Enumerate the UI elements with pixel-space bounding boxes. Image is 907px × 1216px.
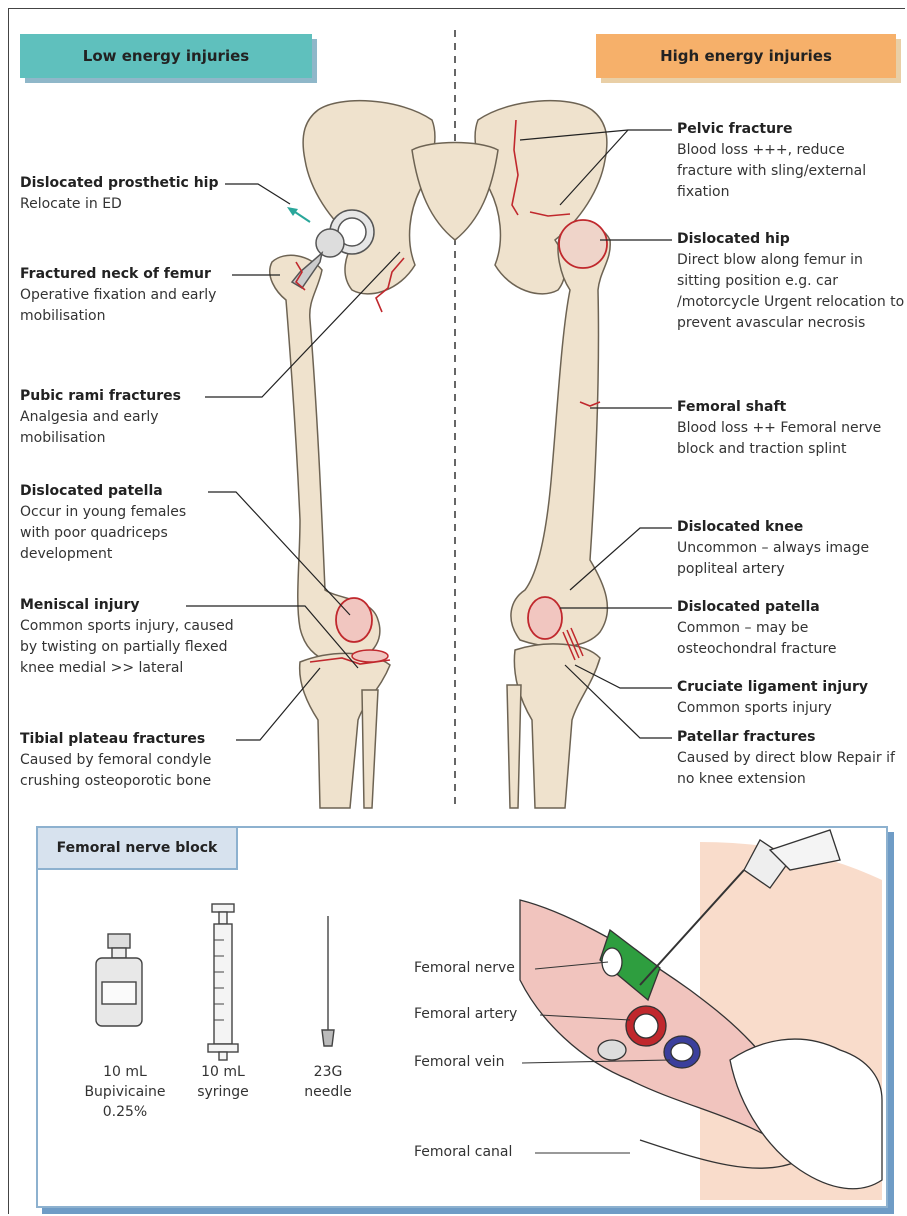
label-patellar-fractures: Patellar fractures Caused by direct blow… (677, 727, 905, 790)
label-femoral-artery: Femoral artery (414, 1006, 517, 1022)
label-pelvic-fracture: Pelvic fracture Blood loss +++, reduce f… (677, 119, 902, 203)
label-desc: Occur in young females with poor quadric… (20, 502, 220, 565)
label-desc: Relocate in ED (20, 194, 235, 215)
label-dislocated-patella-left: Dislocated patella Occur in young female… (20, 481, 220, 565)
label-title: Femoral shaft (677, 397, 892, 418)
label-desc: Direct blow along femur in sitting posit… (677, 250, 905, 334)
caption-needle: 23G needle (300, 1062, 356, 1102)
label-title: Meniscal injury (20, 595, 235, 616)
label-femoral-canal: Femoral canal (414, 1144, 512, 1160)
caption-syringe: 10 mL syringe (192, 1062, 254, 1102)
label-desc: Caused by direct blow Repair if no knee … (677, 748, 905, 790)
label-title: Tibial plateau fractures (20, 729, 260, 750)
label-title: Dislocated hip (677, 229, 905, 250)
label-desc: Blood loss ++ Femoral nerve block and tr… (677, 418, 892, 460)
label-desc: Caused by femoral condyle crushing osteo… (20, 750, 260, 792)
label-desc: Uncommon – always image popliteal artery (677, 538, 905, 580)
label-femoral-shaft: Femoral shaft Blood loss ++ Femoral nerv… (677, 397, 892, 460)
label-dislocated-prosthetic-hip: Dislocated prosthetic hip Relocate in ED (20, 173, 235, 215)
label-title: Pubic rami fractures (20, 386, 210, 407)
label-title: Dislocated patella (20, 481, 220, 502)
caption-bupivicaine: 10 mL Bupivicaine 0.25% (80, 1062, 170, 1122)
label-femoral-vein: Femoral vein (414, 1054, 504, 1070)
label-title: Dislocated patella (677, 597, 892, 618)
label-title: Fractured neck of femur (20, 264, 230, 285)
label-title: Patellar fractures (677, 727, 905, 748)
label-pubic-rami-fractures: Pubic rami fractures Analgesia and early… (20, 386, 210, 449)
label-cruciate-ligament: Cruciate ligament injury Common sports i… (677, 677, 905, 719)
label-title: Dislocated prosthetic hip (20, 173, 235, 194)
panel-title: Femoral nerve block (38, 828, 238, 870)
label-meniscal-injury: Meniscal injury Common sports injury, ca… (20, 595, 235, 679)
label-desc: Blood loss +++, reduce fracture with sli… (677, 140, 902, 203)
label-dislocated-hip: Dislocated hip Direct blow along femur i… (677, 229, 905, 334)
label-desc: Analgesia and early mobilisation (20, 407, 210, 449)
label-dislocated-patella-right: Dislocated patella Common – may be osteo… (677, 597, 892, 660)
label-fractured-neck-femur: Fractured neck of femur Operative fixati… (20, 264, 230, 327)
label-desc: Common sports injury, caused by twisting… (20, 616, 235, 679)
label-femoral-nerve: Femoral nerve (414, 960, 515, 976)
label-desc: Operative fixation and early mobilisatio… (20, 285, 230, 327)
label-desc: Common – may be osteochondral fracture (677, 618, 892, 660)
label-dislocated-knee: Dislocated knee Uncommon – always image … (677, 517, 905, 580)
label-title: Dislocated knee (677, 517, 905, 538)
label-title: Cruciate ligament injury (677, 677, 905, 698)
label-title: Pelvic fracture (677, 119, 902, 140)
label-desc: Common sports injury (677, 698, 905, 719)
label-tibial-plateau: Tibial plateau fractures Caused by femor… (20, 729, 260, 792)
